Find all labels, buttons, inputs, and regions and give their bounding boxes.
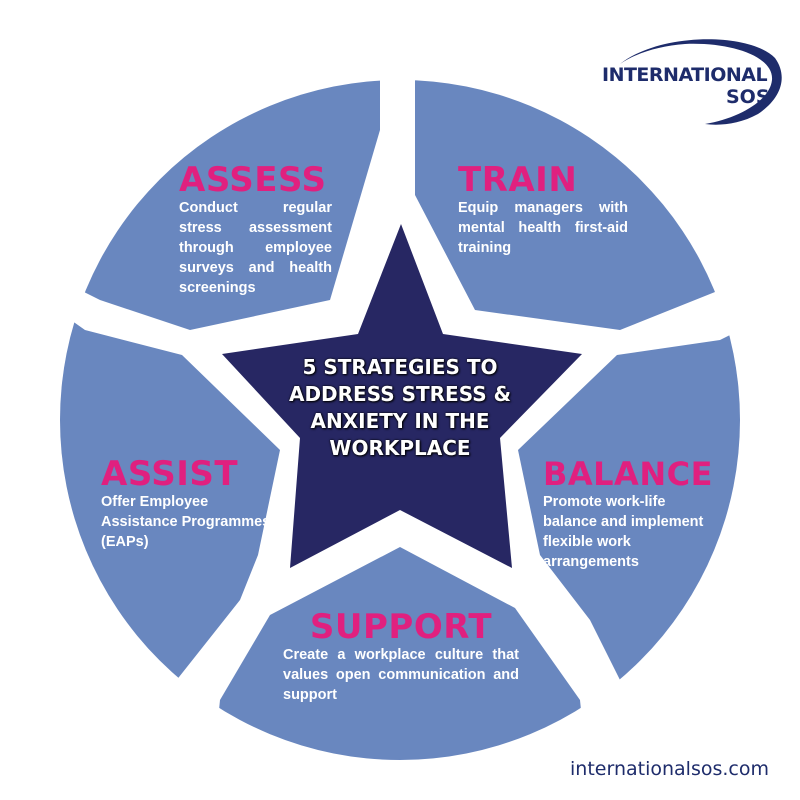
strategy-balance: BALANCE Promote work-life balance and im… — [543, 456, 713, 572]
strategy-assist: ASSIST Offer Employee Assistance Program… — [101, 456, 271, 552]
website-url[interactable]: internationalsos.com — [570, 758, 769, 780]
strategy-description: Equip managers with mental health first-… — [458, 200, 628, 256]
center-star — [222, 224, 582, 568]
strategy-title: BALANCE — [543, 455, 713, 493]
strategy-title: TRAIN — [458, 160, 578, 200]
strategy-description: Create a workplace culture that values o… — [283, 647, 519, 703]
strategy-description: Offer Employee Assistance Programmes (EA… — [101, 494, 271, 550]
segment-support — [210, 547, 590, 760]
international-sos-logo: INTERNATIONAL SOS — [590, 36, 790, 126]
strategy-title: ASSESS — [179, 160, 327, 200]
center-title: 5 STRATEGIES TO ADDRESS STRESS & ANXIETY… — [288, 355, 512, 460]
strategy-train: TRAIN Equip managers with mental health … — [458, 162, 628, 258]
strategy-title: ASSIST — [101, 454, 239, 494]
logo-text-international: INTERNATIONAL — [602, 64, 768, 86]
strategy-description: Conduct regular stress assessment throug… — [179, 200, 332, 296]
strategy-title: SUPPORT — [309, 607, 493, 647]
strategy-description: Promote work-life balance and implement … — [543, 494, 704, 570]
strategy-support: SUPPORT Create a workplace culture that … — [283, 609, 519, 705]
logo-text-sos: SOS — [726, 86, 770, 108]
strategy-assess: ASSESS Conduct regular stress assessment… — [179, 162, 332, 298]
